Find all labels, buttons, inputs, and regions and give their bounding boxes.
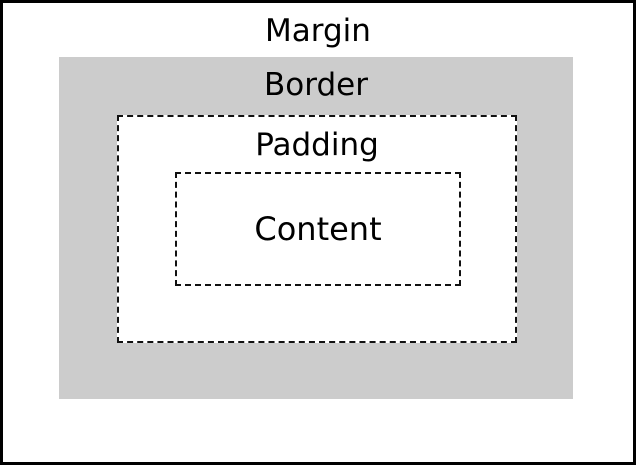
margin-label: Margin: [265, 13, 371, 49]
content-area: Content: [175, 172, 461, 286]
border-area: Border Padding Content: [59, 57, 573, 399]
padding-label: Padding: [255, 127, 379, 163]
padding-area: Padding Content: [117, 115, 517, 343]
border-label: Border: [264, 67, 368, 103]
content-label: Content: [254, 210, 382, 248]
